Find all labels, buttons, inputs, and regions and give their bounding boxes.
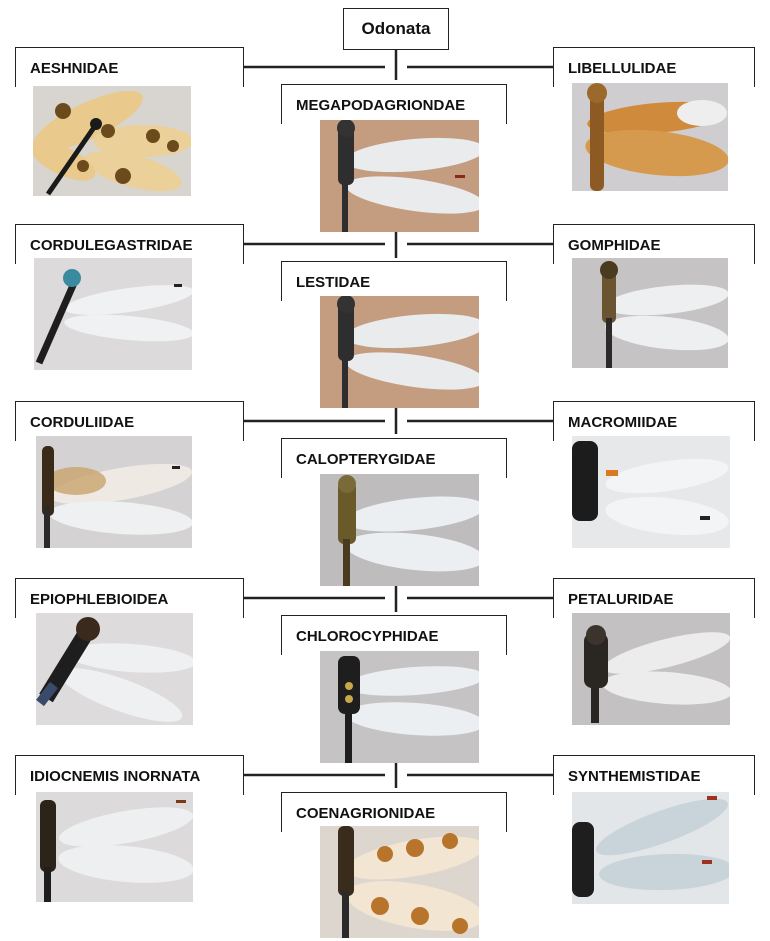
photo-chlorocyphidae: [320, 651, 479, 763]
photo-lestidae: [320, 296, 479, 408]
family-label-epiophlebioidea: EPIOPHLEBIOIDEA: [15, 578, 244, 618]
photo-synthemistidae: [572, 792, 729, 904]
photo-petaluridae: [572, 613, 730, 725]
family-label-macromiidae: MACROMIIDAE: [553, 401, 755, 441]
family-label-aeshnidae: AESHNIDAE: [15, 47, 244, 87]
root-node-odonata: Odonata: [343, 8, 449, 50]
family-label-megapodagrionidae: MEGAPODAGRIONDAE: [281, 84, 507, 124]
family-label-synthemistidae: SYNTHEMISTIDAE: [553, 755, 755, 795]
family-label-libellulidae: LIBELLULIDAE: [553, 47, 755, 87]
photo-megapodagrionidae: [320, 120, 479, 232]
photo-epiophlebioidea: [36, 613, 193, 725]
photo-libellulidae: [572, 83, 728, 191]
family-label-idiocnemis-inornata: IDIOCNEMIS INORNATA: [15, 755, 244, 795]
family-label-lestidae: LESTIDAE: [281, 261, 507, 301]
family-label-corduliidae: CORDULIIDAE: [15, 401, 244, 441]
family-label-chlorocyphidae: CHLOROCYPHIDAE: [281, 615, 507, 655]
photo-gomphidae: [572, 258, 728, 368]
photo-calopterygidae: [320, 474, 479, 586]
family-label-petaluridae: PETALURIDAE: [553, 578, 755, 618]
family-label-calopterygidae: CALOPTERYGIDAE: [281, 438, 507, 478]
photo-aeshnidae: [33, 86, 191, 196]
photo-idiocnemis-inornata: [36, 792, 193, 902]
photo-corduliidae: [36, 436, 192, 548]
photo-coenagrionidae: [320, 826, 479, 938]
photo-macromiidae: [572, 436, 730, 548]
photo-cordulegastridae: [34, 258, 192, 370]
